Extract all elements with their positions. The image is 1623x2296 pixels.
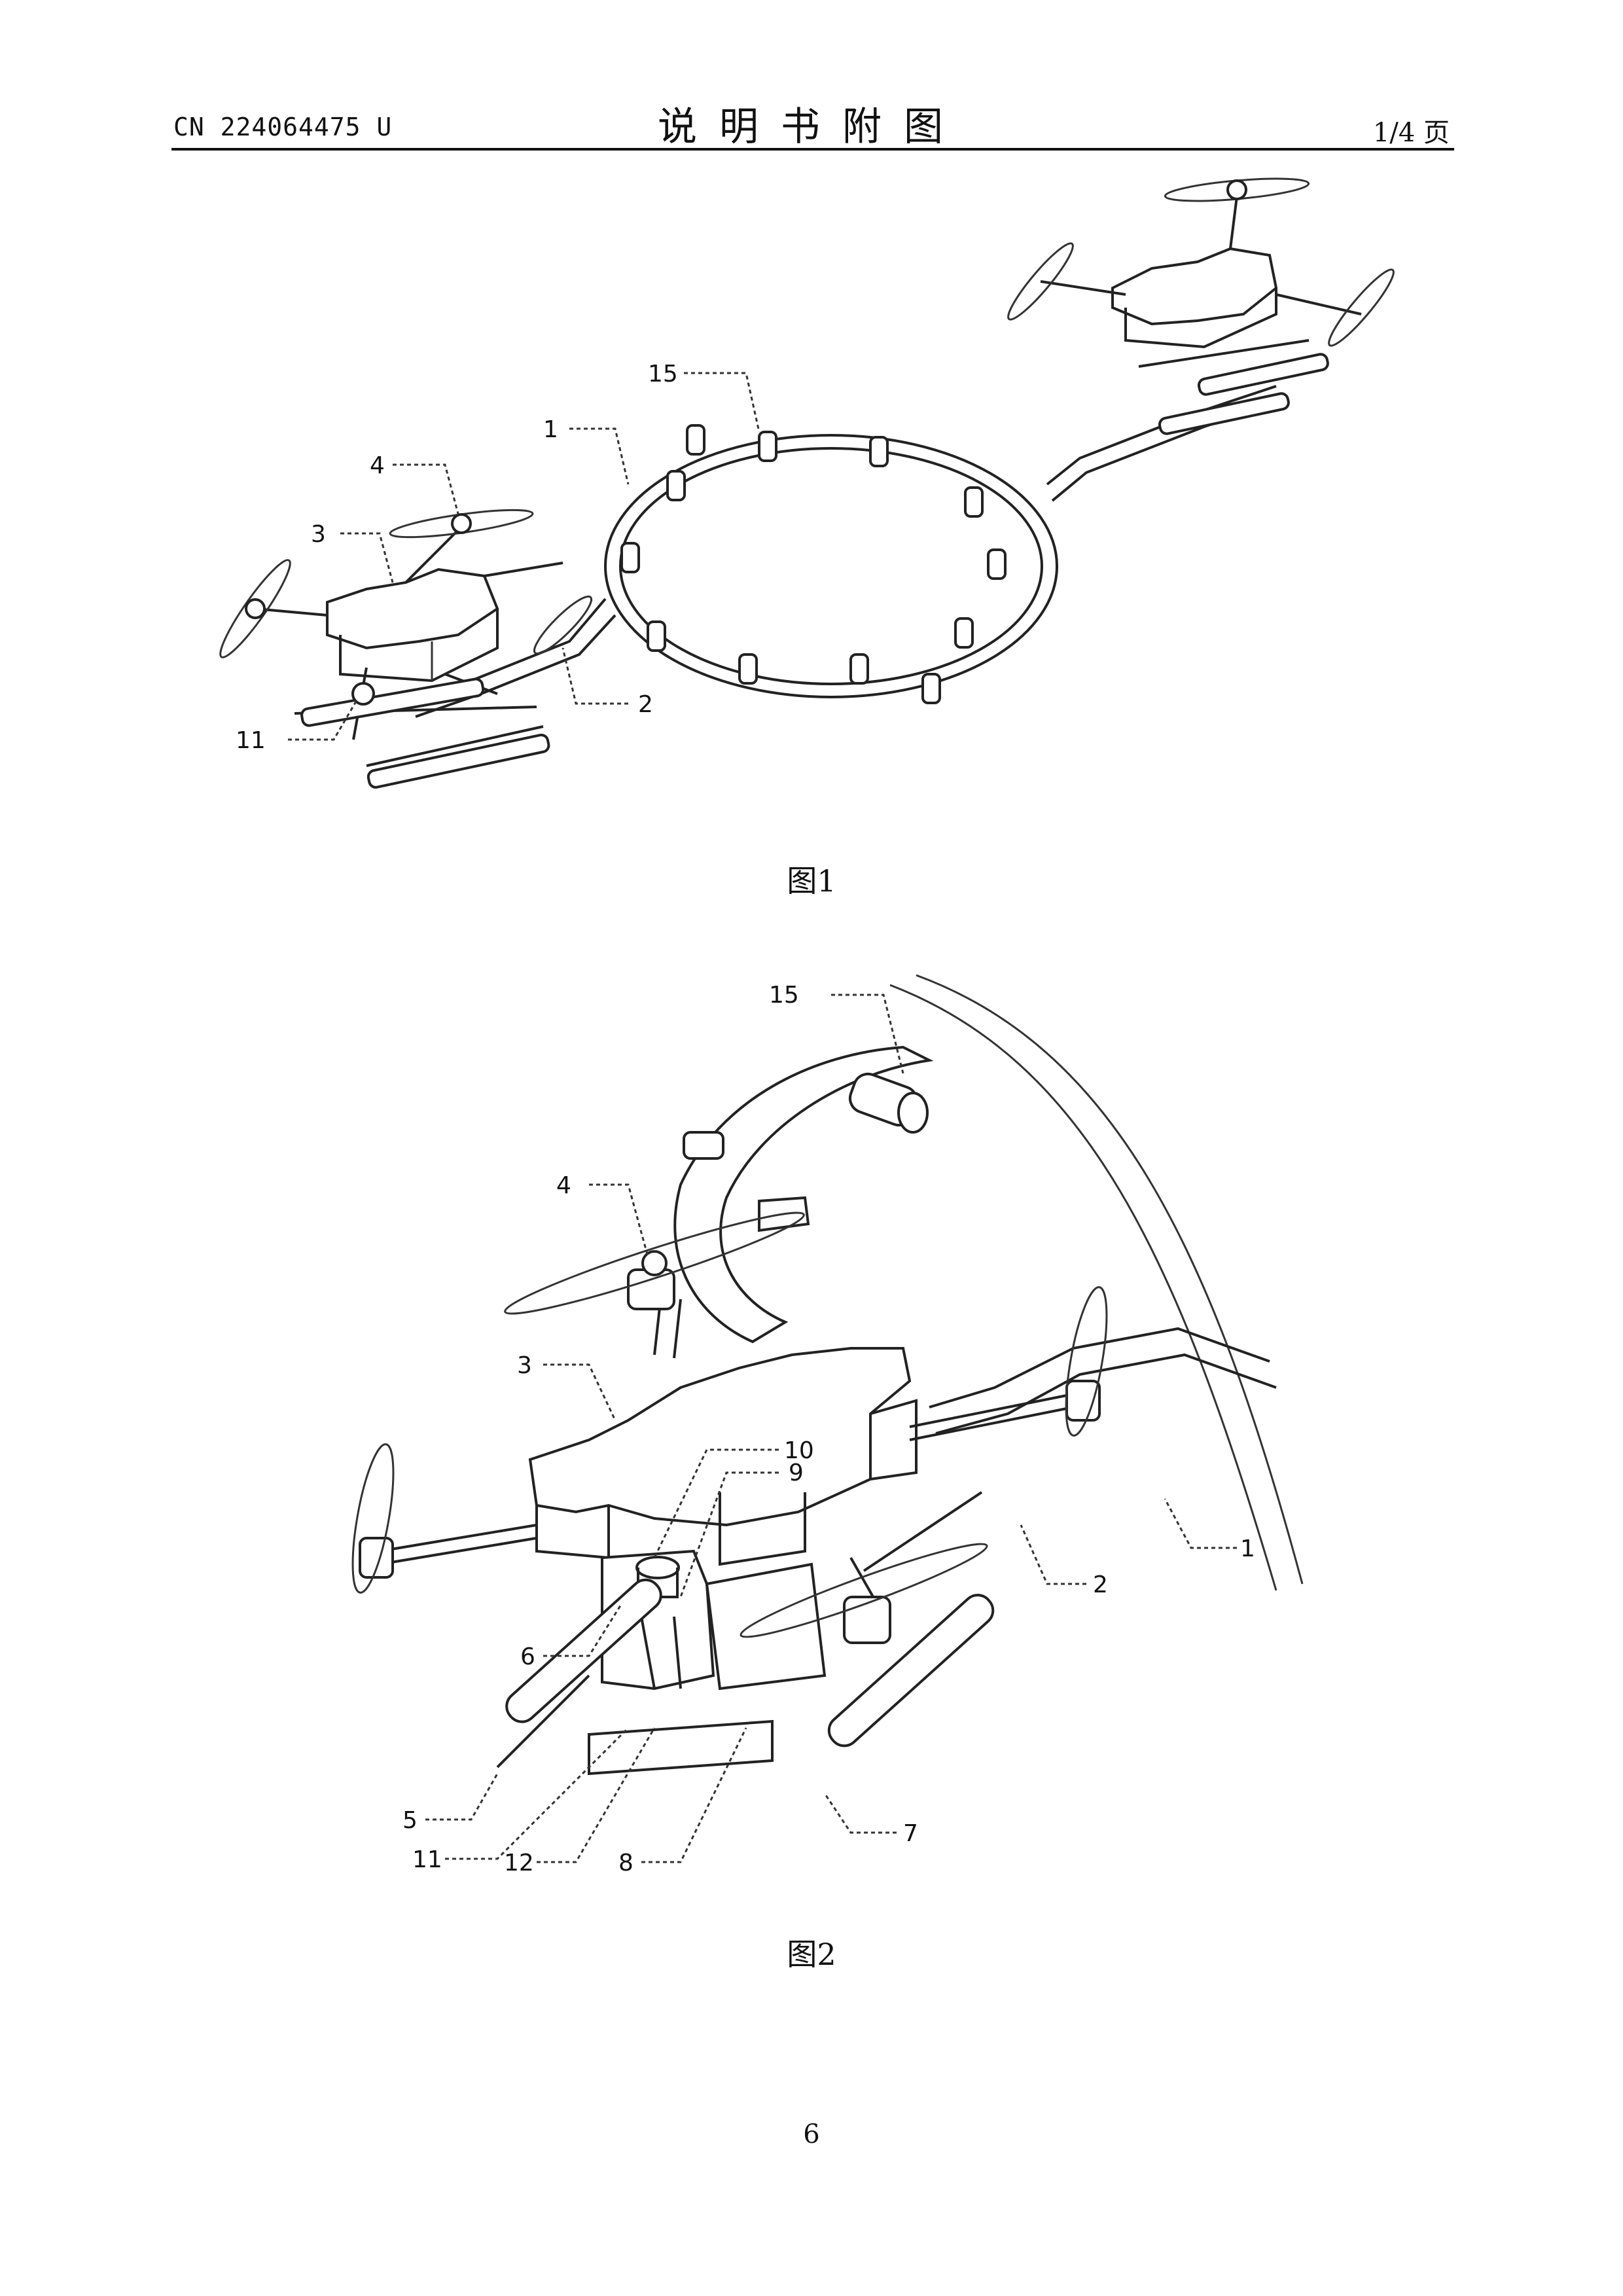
fig2-label-11: 11 xyxy=(412,1846,442,1873)
fig2-label-12: 12 xyxy=(504,1850,534,1876)
fig2-label-4: 4 xyxy=(556,1172,571,1199)
left-drone xyxy=(213,505,597,789)
fig1-label-1: 1 xyxy=(543,416,558,443)
figure-2-caption: 图2 xyxy=(0,1931,1623,1974)
fig2-label-1: 1 xyxy=(1240,1535,1255,1562)
fig1-label-2: 2 xyxy=(638,691,653,718)
fig1-label-4: 4 xyxy=(370,452,385,479)
page-number: 6 xyxy=(0,2119,1623,2149)
figure-1-drawing: 15 1 4 3 2 11 xyxy=(0,0,1623,851)
fig2-label-9: 9 xyxy=(789,1460,804,1486)
fig1-label-11: 11 xyxy=(236,727,266,754)
fig2-label-5: 5 xyxy=(402,1807,418,1834)
fig2-label-2: 2 xyxy=(1093,1571,1108,1598)
fig1-label-15: 15 xyxy=(648,361,678,387)
drone-body xyxy=(344,1201,1115,1774)
fig2-label-3: 3 xyxy=(517,1352,532,1379)
ring-frame xyxy=(406,386,1283,717)
fig2-label-15: 15 xyxy=(769,982,799,1009)
fig2-label-8: 8 xyxy=(618,1850,633,1876)
figure-2-drawing: 15 4 3 10 9 2 1 6 5 11 12 8 7 xyxy=(0,949,1623,1931)
fig1-label-3: 3 xyxy=(311,521,326,548)
right-drone xyxy=(1002,174,1400,435)
fig2-label-7: 7 xyxy=(903,1820,918,1847)
fig2-label-6: 6 xyxy=(520,1643,535,1670)
figure-1-caption: 图1 xyxy=(0,857,1623,901)
